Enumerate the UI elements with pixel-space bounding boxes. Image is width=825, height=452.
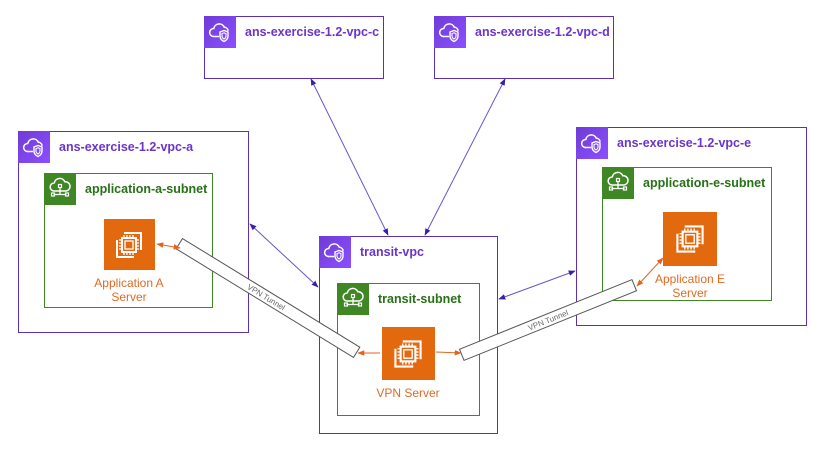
vpn-tunnel-right[interactable]: VPN Tunnel xyxy=(458,278,638,362)
application-a-server[interactable]: Application A Server xyxy=(83,219,175,304)
transit-subnet-label: transit-subnet xyxy=(378,292,462,306)
tunnel-arrow-server-e[interactable] xyxy=(636,257,664,287)
subnet-a-label: application-a-subnet xyxy=(85,182,208,196)
application-e-server-label: Application E Server xyxy=(654,272,726,300)
ec2-instance-icon xyxy=(381,327,435,380)
subnet-icon xyxy=(337,283,369,315)
peering-arrow-vpc-a-transit[interactable] xyxy=(249,223,319,288)
vpc-a[interactable]: ans-exercise-1.2-vpc-a xyxy=(18,131,249,333)
vpc-icon xyxy=(18,131,50,163)
vpc-c-label: ans-exercise-1.2-vpc-c xyxy=(245,25,380,39)
subnet-e[interactable]: application-e-subnet xyxy=(602,167,772,301)
vpc-c[interactable]: ans-exercise-1.2-vpc-c xyxy=(204,16,384,79)
vpc-icon xyxy=(204,16,236,48)
ec2-instance-icon xyxy=(103,219,155,270)
application-a-server-label: Application A Server xyxy=(94,276,164,304)
vpn-server[interactable]: VPN Server xyxy=(362,327,454,400)
vpc-icon xyxy=(576,127,608,159)
vpc-icon xyxy=(319,236,351,268)
peering-arrow-vpc-c-transit[interactable] xyxy=(310,78,389,236)
vpc-icon xyxy=(434,16,466,48)
peering-arrow-vpc-d-transit[interactable] xyxy=(424,78,506,236)
vpc-a-label: ans-exercise-1.2-vpc-a xyxy=(59,140,194,154)
subnet-e-label: application-e-subnet xyxy=(643,176,766,190)
transit-vpc-label: transit-vpc xyxy=(360,245,424,259)
subnet-a[interactable]: application-a-subnet xyxy=(44,173,213,308)
vpn-tunnel-left[interactable]: VPN Tunnel xyxy=(175,237,361,359)
vpn-tunnel-left-label: VPN Tunnel xyxy=(245,282,286,312)
vpc-d-label: ans-exercise-1.2-vpc-d xyxy=(475,25,610,39)
vpc-d[interactable]: ans-exercise-1.2-vpc-d xyxy=(434,16,614,79)
vpc-e[interactable]: ans-exercise-1.2-vpc-e xyxy=(576,127,807,326)
tunnel-arrow-vpn-right[interactable] xyxy=(435,349,462,356)
ec2-instance-icon xyxy=(663,212,717,266)
vpc-e-label: ans-exercise-1.2-vpc-e xyxy=(617,136,752,150)
tunnel-arrow-server-a[interactable] xyxy=(156,242,181,250)
peering-arrow-transit-vpc-e[interactable] xyxy=(498,270,576,300)
subnet-icon xyxy=(44,173,76,205)
vpn-server-label: VPN Server xyxy=(376,386,440,400)
application-e-server[interactable]: Application E Server xyxy=(644,212,736,300)
subnet-icon xyxy=(602,167,634,199)
